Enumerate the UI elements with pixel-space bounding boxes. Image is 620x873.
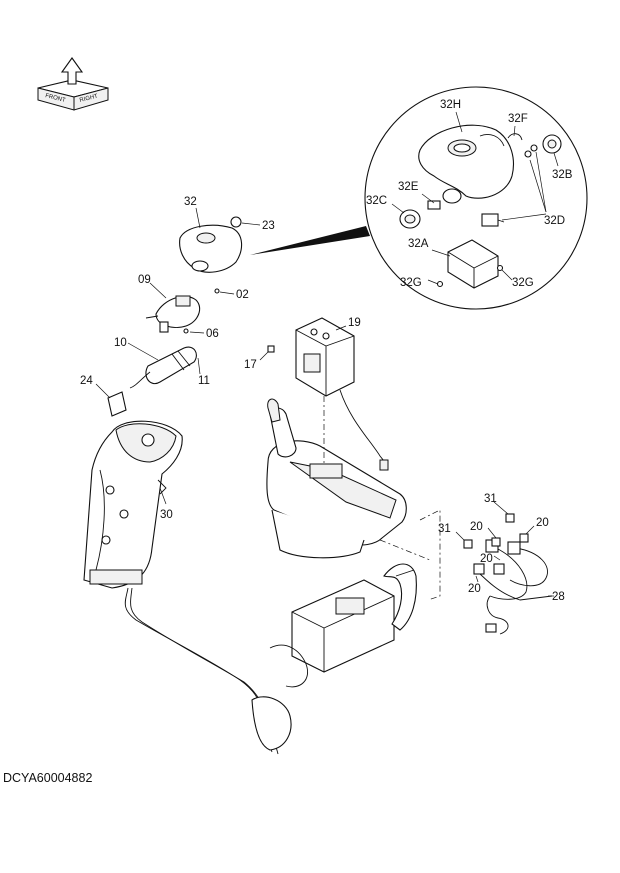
fasteners-31-20: 31 31 20 20 20 20 — [438, 493, 549, 595]
right-console — [266, 396, 431, 561]
callout-28: 28 — [552, 591, 565, 603]
orientation-front-label: FRONT — [45, 93, 67, 104]
detail-callout-32E: 32E — [398, 181, 419, 193]
detail-callout-32A: 32A — [408, 238, 429, 250]
connector-cluster — [251, 696, 292, 751]
part-09-switch: 09 06 — [138, 274, 219, 340]
part-17-bolt: 17 — [244, 345, 275, 371]
drawing-code: DCYA60004882 — [3, 771, 93, 785]
harness-group-boundary — [419, 509, 441, 601]
detail-callout-32D: 32D — [544, 215, 565, 227]
left-console-column: 30 — [83, 420, 183, 589]
detail-callout-32B: 32B — [552, 169, 573, 181]
callout-19: 19 — [348, 317, 361, 329]
part-10-grip: 10 11 — [114, 337, 210, 389]
callout-20-c: 20 — [480, 553, 493, 565]
part-28-harness: 28 — [473, 539, 565, 635]
callout-06: 06 — [206, 328, 219, 340]
part-19-control-box: 19 — [295, 317, 389, 471]
orientation-right-label: RIGHT — [79, 94, 99, 104]
callout-09: 09 — [138, 274, 151, 286]
detail-callout-32C: 32C — [366, 195, 387, 207]
part-32-switch-housing: 32 23 02 — [179, 196, 275, 301]
callout-24: 24 — [80, 375, 93, 387]
callout-23: 23 — [262, 220, 275, 232]
orientation-icon: FRONT RIGHT — [37, 57, 109, 111]
callout-20-d: 20 — [468, 583, 481, 595]
detail-circle: 32H 32F 32B 32E 32C 32D 32A 32G 32G — [250, 86, 588, 310]
callout-32: 32 — [184, 196, 197, 208]
detail-callout-32F: 32F — [508, 113, 528, 125]
callout-31-upper: 31 — [484, 493, 497, 505]
callout-17: 17 — [244, 359, 257, 371]
callout-30: 30 — [160, 509, 173, 521]
callout-31-lower: 31 — [438, 523, 451, 535]
controller-unit — [269, 563, 417, 688]
callout-11: 11 — [198, 375, 210, 387]
detail-callout-32G-right: 32G — [512, 277, 534, 289]
callout-20-a: 20 — [470, 521, 483, 533]
callout-02: 02 — [236, 289, 249, 301]
wire-harness-left — [124, 587, 273, 753]
callout-10: 10 — [114, 337, 127, 349]
detail-callout-32G-left: 32G — [400, 277, 422, 289]
callout-20-b: 20 — [536, 517, 549, 529]
part-24-clip: 24 — [80, 375, 127, 417]
detail-callout-32H: 32H — [440, 99, 461, 111]
